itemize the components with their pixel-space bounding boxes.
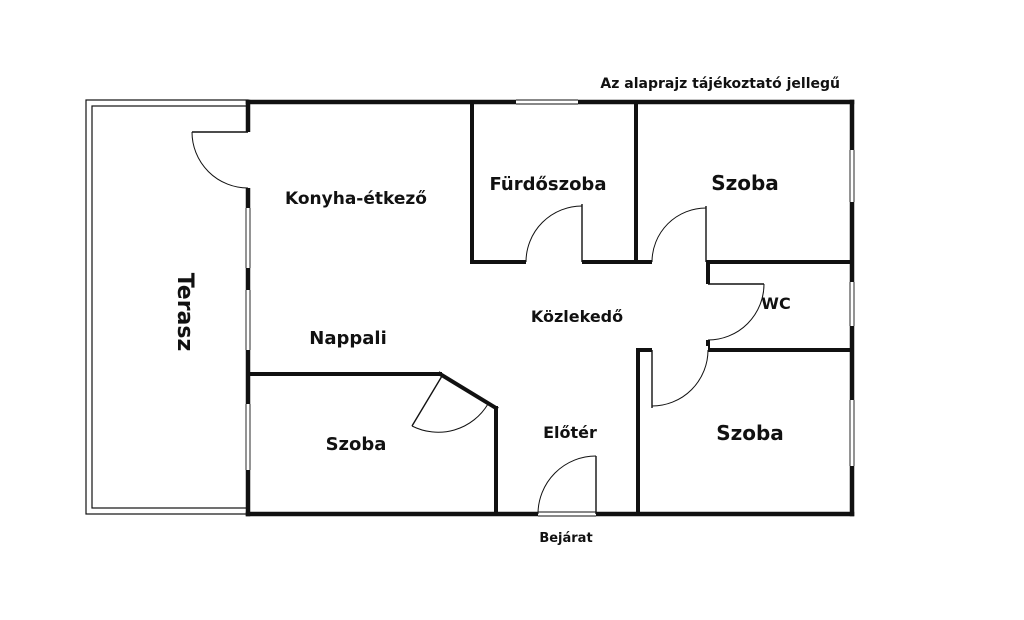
wc-label: WC [761,294,790,313]
terrace-door [191,131,252,189]
room-door-bottom-right [651,346,709,408]
terrace-outline [85,99,249,515]
bathroom-door [525,204,583,266]
windows [245,99,855,470]
entrance-label: Bejárat [539,531,592,546]
room-door-top-right [651,206,707,266]
doors [191,131,765,518]
kitchen-label: Konyha-étkező [285,189,427,209]
wc-door [704,283,765,341]
disclaimer-note: Az alaprajz tájékoztató jellegű [600,76,840,92]
bedroom-bottom-left-label: Szoba [326,434,387,455]
living-label: Nappali [309,328,386,349]
entrance-door [537,455,597,518]
bedroom-bottom-right-label: Szoba [716,421,784,445]
bedroom-top-right-label: Szoba [711,171,779,195]
corridor-label: Közlekedő [531,307,623,326]
hall-label: Előtér [543,423,597,442]
bathroom-label: Fürdőszoba [490,174,607,195]
terrace-label: Terasz [172,273,197,352]
room-door-bottom-left [411,375,489,433]
